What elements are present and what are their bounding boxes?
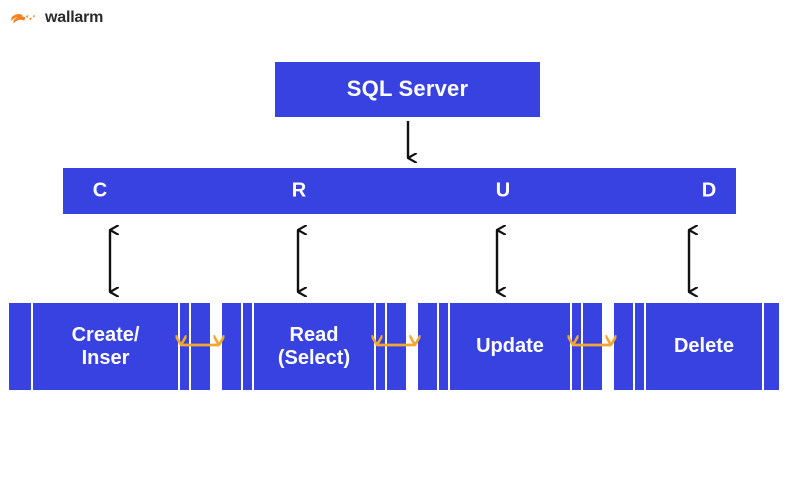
delete-stub-left-a	[614, 303, 633, 390]
delete-stub-right	[764, 303, 779, 390]
crud-letter-c: C	[92, 179, 108, 202]
operation-box-read: Read (Select)	[254, 303, 374, 390]
update-stub-right-a	[572, 303, 581, 390]
read-stub-right-b	[387, 303, 406, 390]
crud-bar: C R U D	[63, 168, 736, 214]
operation-box-delete: Delete	[646, 303, 762, 390]
update-stub-left-b	[439, 303, 448, 390]
read-stub-right-a	[376, 303, 385, 390]
operation-label-read: Read (Select)	[277, 324, 351, 369]
read-stub-left-b	[243, 303, 252, 390]
read-stub-left-a	[222, 303, 241, 390]
operation-label-delete: Delete	[673, 335, 735, 358]
sql-server-node: SQL Server	[275, 62, 540, 117]
brand-name: wallarm	[45, 9, 104, 26]
crud-letter-u: U	[495, 179, 511, 202]
brand-logo: wallarm	[10, 7, 103, 29]
operation-label-update: Update	[476, 335, 544, 358]
delete-stub-left-b	[635, 303, 644, 390]
crud-letter-r: R	[291, 179, 307, 202]
create-stub-right-b	[191, 303, 210, 390]
operation-box-update: Update	[450, 303, 570, 390]
update-stub-left-a	[418, 303, 437, 390]
crud-letter-d: D	[701, 179, 717, 202]
wallarm-flag-icon	[11, 13, 35, 24]
update-stub-right-b	[583, 303, 602, 390]
create-stub-right-a	[180, 303, 189, 390]
sql-server-label: SQL Server	[346, 76, 469, 102]
create-stub-left	[9, 303, 31, 390]
operation-label-create: Create/ Inser	[71, 324, 140, 369]
operation-box-create: Create/ Inser	[33, 303, 178, 390]
